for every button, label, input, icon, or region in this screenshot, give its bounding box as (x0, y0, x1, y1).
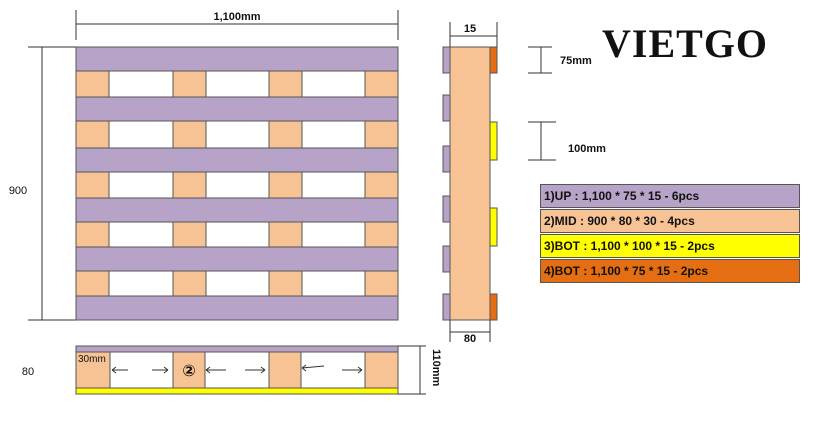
block-row-gap (75, 171, 399, 199)
side-bottom-board-wide (489, 121, 498, 161)
material-legend: 1)UP : 1,100 * 75 * 15 - 6pcs 2)MID : 90… (540, 184, 800, 283)
block (172, 120, 207, 149)
legend-row-mid: 2)MID : 900 * 80 * 30 - 4pcs (540, 209, 800, 233)
top-board (75, 96, 399, 122)
block (172, 270, 207, 297)
legend-row-bot-wide: 3)BOT : 1,100 * 100 * 15 - 2pcs (540, 234, 800, 258)
legend-row-up: 1)UP : 1,100 * 75 * 15 - 6pcs (540, 184, 800, 208)
side-bottom-board-wide (489, 207, 498, 247)
side-height-label: 80 (22, 366, 34, 378)
block (268, 270, 303, 297)
side-bottom-board-narrow (489, 46, 498, 74)
block-row-gap (75, 70, 399, 98)
top-board (75, 295, 399, 321)
block (172, 70, 207, 98)
front-block (75, 351, 111, 389)
thickness-dimension-label: 15 (464, 23, 476, 35)
block (75, 171, 110, 199)
block (268, 120, 303, 149)
top-view: 1,100mm 900 (9, 10, 399, 321)
top-deck (75, 46, 399, 321)
front-top-board (75, 345, 399, 353)
top-board (75, 197, 399, 223)
legend-row-bot-narrow: 4)BOT : 1,100 * 75 * 15 - 2pcs (540, 259, 800, 283)
front-view: 30mm ② 80 110mm (22, 345, 442, 395)
top-board (75, 147, 399, 173)
block (364, 120, 399, 149)
block (268, 70, 303, 98)
length-dimension-label: 900 (9, 185, 27, 197)
block (172, 171, 207, 199)
block (75, 270, 110, 297)
block (364, 70, 399, 98)
side-top-board (442, 46, 451, 74)
side-top-board (442, 245, 451, 273)
block-row-gap (75, 221, 399, 248)
block (364, 270, 399, 297)
width-dimension-label: 1,100mm (213, 11, 260, 23)
top-board (75, 46, 399, 72)
front-block (364, 351, 399, 389)
front-bottom-board (75, 387, 399, 395)
section-marker: ② (182, 363, 196, 380)
side-top-board (442, 94, 451, 122)
side-top-board (442, 145, 451, 173)
block (75, 70, 110, 98)
side-top-board (442, 195, 451, 223)
total-height-label: 110mm (430, 349, 442, 387)
block (268, 221, 303, 248)
center-board-dimension-label: 100mm (568, 143, 606, 155)
block (268, 171, 303, 199)
block (172, 221, 207, 248)
side-bottom-board-narrow (489, 293, 498, 321)
block (364, 171, 399, 199)
edge-board-dimension-label: 75mm (560, 55, 592, 67)
front-block (172, 351, 206, 389)
block-row-gap (75, 270, 399, 297)
block (75, 120, 110, 149)
top-board (75, 246, 399, 272)
side-top-board (442, 293, 451, 321)
block (364, 221, 399, 248)
block (75, 221, 110, 248)
block-spacing-label: 30mm (78, 354, 106, 365)
side-view: 15 75mm 100mm 80 (442, 22, 606, 345)
side-stringer (449, 46, 491, 321)
block-width-dimension-label: 80 (464, 333, 476, 345)
brand-logo: VIETGO (602, 21, 769, 66)
front-block (268, 351, 302, 389)
block-row-gap (75, 120, 399, 149)
spacing-arrows (111, 364, 363, 374)
